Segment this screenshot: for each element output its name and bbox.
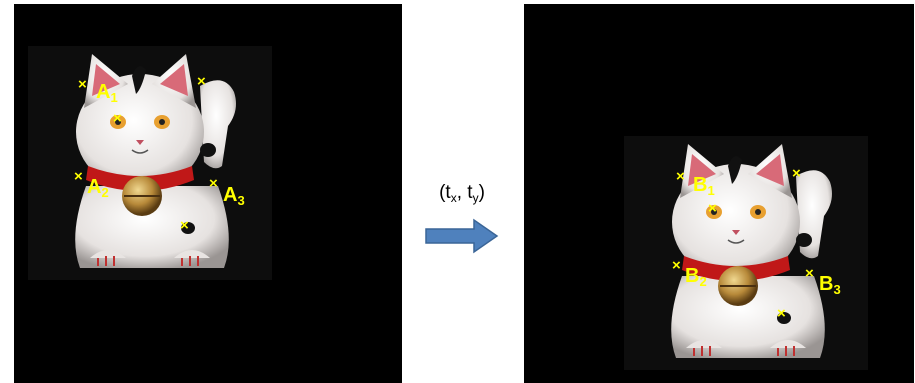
point-marker-a1: × xyxy=(78,77,87,92)
point-marker-b2: × xyxy=(672,258,681,273)
source-image-panel: × A1 × × × A2 × A3 × xyxy=(14,4,402,383)
point-label-b3: B3 xyxy=(819,274,841,296)
point-label-b1: B1 xyxy=(693,175,715,197)
point-marker-paw-right: × xyxy=(777,306,786,321)
point-marker-a2: × xyxy=(74,169,83,184)
source-cat-photo xyxy=(28,46,272,280)
point-label-a1: A1 xyxy=(96,82,118,104)
point-label-a3: A3 xyxy=(223,185,245,207)
cat-figurine-image xyxy=(624,136,868,370)
point-marker-b3: × xyxy=(805,266,814,281)
point-marker-b1: × xyxy=(676,169,685,184)
translation-caption: (tx, ty) xyxy=(420,182,504,205)
target-image-panel: × B1 × × × B2 × B3 × xyxy=(524,4,914,383)
point-marker-eye-left: × xyxy=(113,111,122,126)
point-marker-ear-left: × xyxy=(197,74,206,89)
point-label-b2: B2 xyxy=(685,266,707,288)
point-marker-paw-left: × xyxy=(180,218,189,233)
point-marker-a3: × xyxy=(209,176,218,191)
cat-figurine-image xyxy=(28,46,272,280)
target-cat-photo xyxy=(624,136,868,370)
point-marker-ear-right: × xyxy=(792,166,801,181)
right-arrow-icon xyxy=(424,218,500,254)
point-label-a2: A2 xyxy=(87,177,109,199)
point-marker-eye-right: × xyxy=(708,201,717,216)
